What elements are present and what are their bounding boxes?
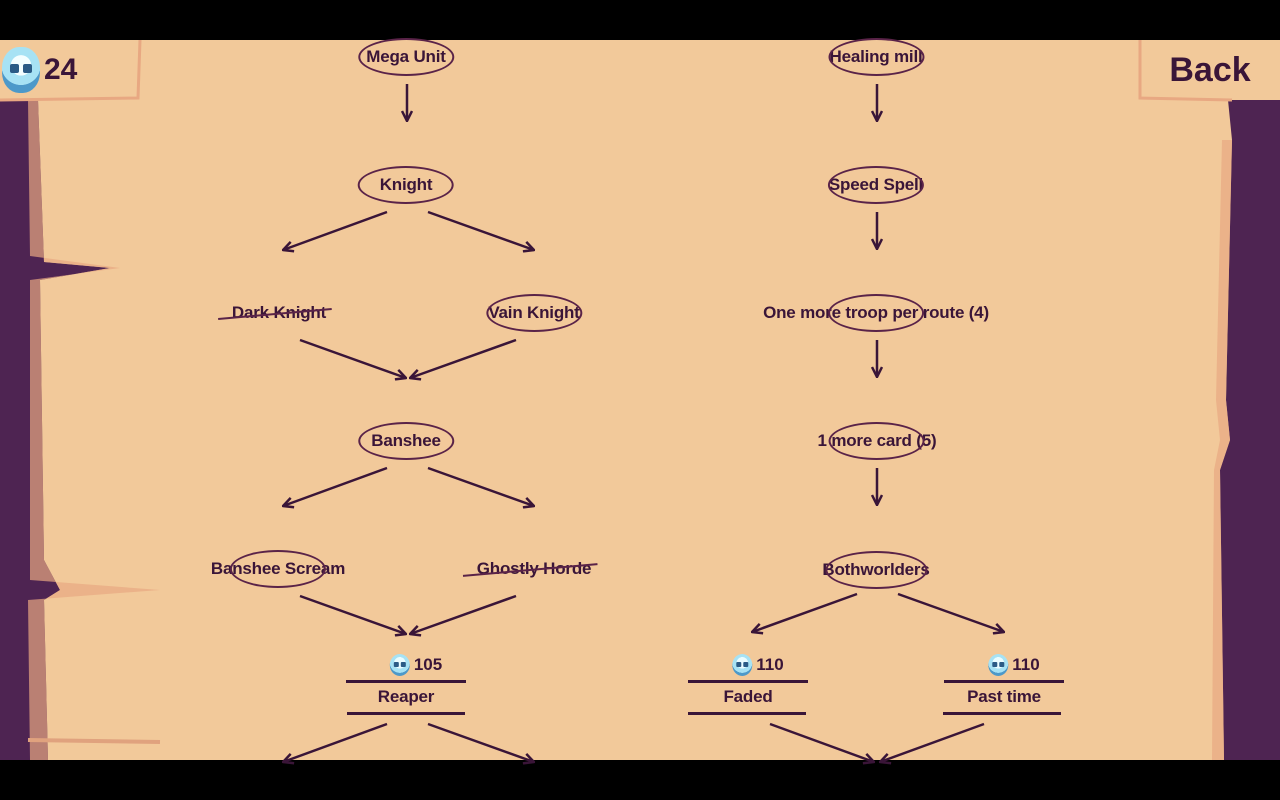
skull-gem-icon bbox=[732, 654, 753, 676]
letterbox-bottom bbox=[0, 760, 1280, 800]
divider bbox=[688, 680, 808, 683]
node-banshee-scream[interactable]: Banshee Scream bbox=[210, 559, 346, 578]
divider bbox=[943, 712, 1061, 715]
node-knight[interactable]: Knight bbox=[379, 175, 433, 194]
node-reaper[interactable]: Reaper bbox=[377, 687, 435, 706]
node-vain-knight[interactable]: Vain Knight bbox=[488, 303, 580, 322]
skull-gem-icon bbox=[988, 654, 1009, 676]
node-ghostly-horde[interactable]: Ghostly Horde bbox=[476, 559, 592, 578]
divider bbox=[944, 680, 1064, 683]
node-one-more-troop[interactable]: One more troop per route (4) bbox=[763, 303, 989, 322]
currency-display: 24 bbox=[0, 40, 142, 100]
left-tree-arrows bbox=[283, 84, 534, 762]
divider bbox=[688, 712, 806, 715]
parchment-scroll bbox=[0, 40, 1280, 760]
skull-gem-icon bbox=[2, 47, 40, 93]
skull-gem-icon bbox=[389, 654, 410, 676]
node-mega-unit[interactable]: Mega Unit bbox=[366, 47, 446, 66]
right-tree-arrows bbox=[752, 84, 1004, 762]
node-past-time[interactable]: Past time bbox=[967, 687, 1041, 706]
letterbox-top bbox=[0, 0, 1280, 40]
node-one-more-card[interactable]: 1 more card (5) bbox=[817, 431, 937, 450]
faded-cost-value: 110 bbox=[756, 655, 784, 674]
back-button[interactable]: Back bbox=[1169, 50, 1251, 89]
node-speed-spell[interactable]: Speed Spell bbox=[828, 175, 924, 194]
divider bbox=[346, 680, 466, 683]
node-banshee[interactable]: Banshee bbox=[371, 431, 441, 450]
node-bothworlders[interactable]: Bothworlders bbox=[822, 560, 930, 579]
reaper-cost: 105 bbox=[389, 654, 443, 676]
past-time-cost: 110 bbox=[988, 654, 1040, 676]
node-faded[interactable]: Faded bbox=[723, 687, 773, 706]
divider bbox=[347, 712, 465, 715]
reaper-cost-value: 105 bbox=[413, 655, 443, 674]
node-healing-mill[interactable]: Healing mill bbox=[829, 47, 923, 66]
faded-cost: 110 bbox=[732, 654, 784, 676]
past-time-cost-value: 110 bbox=[1012, 655, 1040, 674]
node-dark-knight[interactable]: Dark Knight bbox=[231, 303, 327, 322]
currency-value: 24 bbox=[44, 53, 78, 86]
